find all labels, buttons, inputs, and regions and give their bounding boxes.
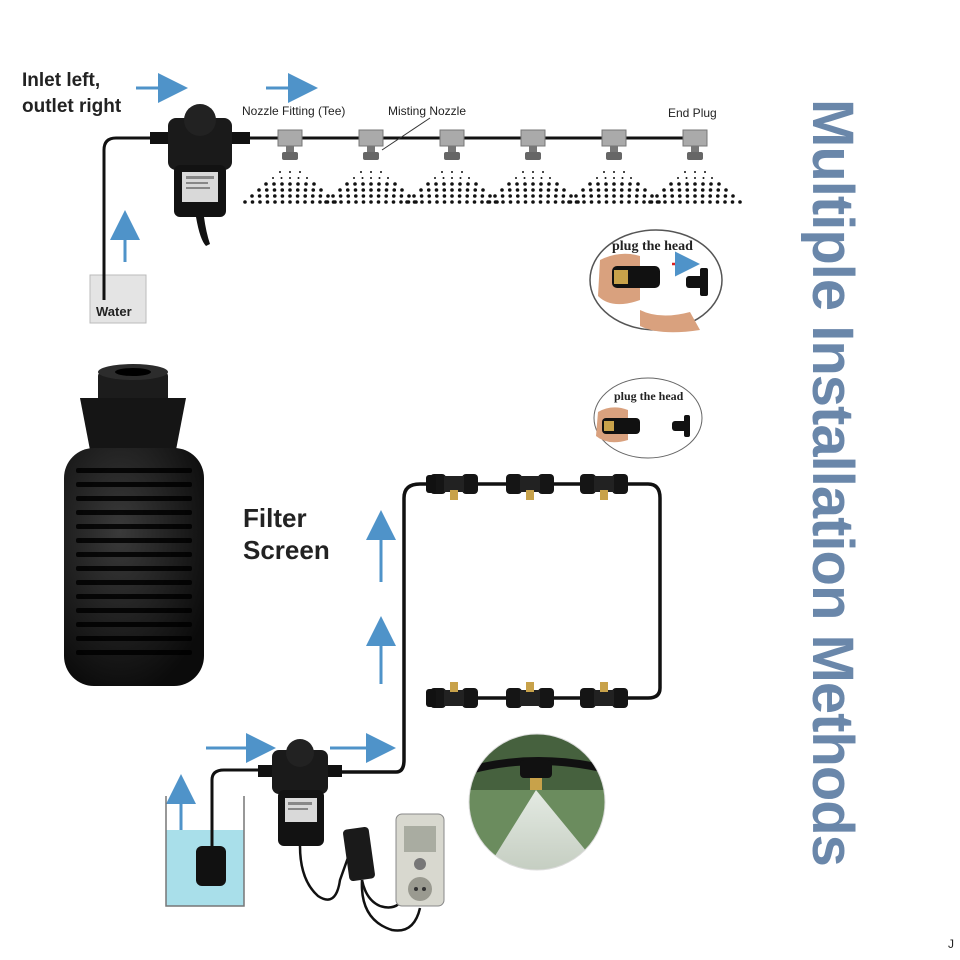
end-plug-label: End Plug — [668, 106, 717, 120]
nozzle-icon — [277, 129, 303, 160]
plug-head-text-1: plug the head — [612, 239, 693, 254]
side-title: Multiple Installation Methods — [799, 82, 865, 882]
mist-photo — [468, 733, 606, 871]
tee-fitting — [506, 474, 554, 500]
power-adapter-icon — [343, 826, 375, 882]
mist-spray — [324, 171, 418, 204]
filter-icon — [64, 364, 204, 686]
inlet-label-line1: Inlet left, — [22, 70, 100, 91]
nozzle-icon — [601, 129, 627, 160]
pump-icon — [150, 104, 250, 246]
water-label: Water — [96, 304, 132, 319]
water-container — [89, 274, 147, 324]
end-plug — [426, 689, 436, 707]
plug-callout-1: plug the head — [589, 229, 723, 333]
tee-fitting — [580, 682, 628, 708]
pump-icon — [258, 739, 342, 846]
loop-pipe — [334, 482, 662, 774]
tee-fitting — [506, 682, 554, 708]
mist-spray — [243, 171, 337, 204]
inlet-hose — [102, 136, 160, 300]
plug-callout-2: plug the head — [593, 377, 703, 459]
tee-label: Nozzle Fitting (Tee) — [242, 104, 345, 118]
nozzle-icon — [439, 129, 465, 160]
filter-label-line1: Filter — [243, 503, 307, 533]
watermark-glyph: J — [948, 937, 954, 951]
side-title-text: Multiple Installation Methods — [799, 98, 865, 866]
nozzle-icon — [358, 129, 384, 160]
mist-spray — [648, 171, 742, 204]
inlet-label-line2: outlet right — [22, 96, 122, 117]
nozzle-icon — [520, 129, 546, 160]
tee-fitting — [430, 474, 478, 500]
controller-icon — [395, 813, 445, 907]
nozzle-label: Misting Nozzle — [388, 104, 466, 118]
tee-fitting — [430, 682, 478, 708]
mist-spray — [486, 171, 580, 204]
end-plug — [426, 475, 436, 493]
tee-fitting — [580, 474, 628, 500]
mist-spray — [567, 171, 661, 204]
mist-spray — [405, 171, 499, 204]
nozzle-icon — [682, 129, 708, 160]
plug-head-text-2: plug the head — [614, 389, 684, 403]
filter-label-line2: Screen — [243, 535, 330, 565]
